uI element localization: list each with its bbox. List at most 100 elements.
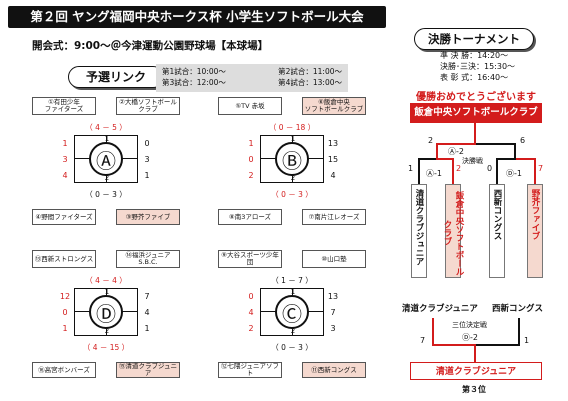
- bracket-line: [474, 123, 476, 143]
- final-score-right: 6: [520, 136, 526, 145]
- team-top-left: ⑤TV 赤坂: [218, 97, 282, 115]
- league-letter: Ⓓ: [89, 295, 123, 329]
- bracket-line: [474, 344, 476, 362]
- semi-left-game: Ⓐ-1: [426, 169, 442, 178]
- team-bottom-right: ⑮清道クラブジュニア: [116, 362, 180, 378]
- semi-right-game: Ⓓ-1: [506, 169, 522, 178]
- team-top-right: ⑩山口塾: [302, 250, 366, 268]
- third-score-right: 1: [524, 336, 530, 345]
- bracket-line: [436, 143, 476, 145]
- right-score: 3: [330, 324, 336, 333]
- left-score: 0: [248, 292, 254, 301]
- bracket-line: [452, 158, 454, 184]
- left-score: 1: [62, 324, 68, 333]
- left-score: 4: [62, 171, 68, 180]
- top-mid-num: 1: [104, 135, 110, 143]
- prelim-label: 予選リンク: [68, 66, 164, 88]
- right-score: 3: [144, 155, 150, 164]
- third-label: 三位決定戦: [452, 321, 487, 329]
- final-game-label: 決勝戦: [462, 157, 483, 165]
- league-letter: Ⓐ: [89, 142, 123, 176]
- bracket-line: [476, 143, 516, 145]
- semi-team: 飯倉中央ソフトボールクラブ: [442, 184, 464, 278]
- third-team-right: 西新コングス: [492, 304, 544, 314]
- bottom-score: （ 0 － 3 ）: [85, 190, 127, 199]
- team-bottom-left: ⑫七隈ジュニアソフト: [218, 362, 282, 378]
- bracket-line: [432, 318, 434, 344]
- bracket-line: [432, 344, 476, 346]
- team-bottom-left: ④野間ファイターズ: [32, 209, 96, 225]
- bottom-mid-num: 2: [104, 327, 110, 335]
- third-place-label: 第３位: [462, 385, 486, 394]
- left-score: 2: [248, 324, 254, 333]
- right-score: 1: [144, 171, 150, 180]
- semi-score: 1: [408, 164, 414, 173]
- team-top-left: ①有田少年ファイターズ: [32, 97, 96, 115]
- final-schedule: 準 決 勝：14:20～ 決勝･三決：15:30～ 表 彰 式：16:40～: [440, 50, 515, 83]
- bracket-line: [418, 158, 436, 160]
- left-score: 12: [59, 292, 71, 301]
- schedule-game3: 第2試合：11:00～: [278, 67, 342, 76]
- team-top-left: ⑬西新ストロングス: [32, 250, 96, 268]
- left-score: 3: [62, 155, 68, 164]
- league-block: ①有田少年ファイターズ ②大橋ソフトボールクラブ （ 4 － 5 ） Ⓐ 1 2…: [32, 97, 180, 229]
- league-block: ⑤TV 赤坂 ⑥飯倉中央ソフトボールクラブ （ 0 － 18 ） Ⓑ 1 2 1…: [218, 97, 366, 229]
- bracket-line: [496, 158, 516, 160]
- league-letter: Ⓑ: [275, 142, 309, 176]
- bottom-score: （ 4 － 15 ）: [82, 343, 130, 352]
- bracket-line: [514, 143, 516, 159]
- top-score: （ 4 － 4 ）: [85, 276, 127, 285]
- semi-score: 2: [456, 164, 462, 173]
- right-score: 13: [327, 292, 339, 301]
- third-score-left: 7: [420, 336, 426, 345]
- top-mid-num: 1: [290, 135, 296, 143]
- team-bottom-left: ⑯高宮ボンバーズ: [32, 362, 96, 378]
- semi-team: 清道クラブジュニア: [411, 184, 427, 278]
- left-score: 4: [248, 308, 254, 317]
- semi-score: 7: [538, 164, 544, 173]
- left-score: 1: [62, 139, 68, 148]
- right-score: 7: [330, 308, 336, 317]
- champion-box: 飯倉中央ソフトボールクラブ: [410, 103, 542, 123]
- team-top-left: ⑨大谷スポーツ少年団: [218, 250, 282, 268]
- semi-team: 野芥ファイブ: [527, 184, 543, 278]
- bracket-line: [436, 158, 454, 160]
- final-label: 決勝トーナメント: [414, 28, 534, 50]
- bracket-line: [418, 158, 420, 184]
- right-score: 13: [327, 139, 339, 148]
- third-team-left: 清道クラブジュニア: [402, 304, 478, 314]
- right-score: 4: [330, 171, 336, 180]
- bracket-line: [476, 344, 520, 346]
- right-score: 0: [144, 139, 150, 148]
- third-game: Ⓓ-2: [462, 333, 478, 342]
- league-block: ⑨大谷スポーツ少年団 ⑩山口塾 （ 1 － 7 ） Ⓒ 1 2 0 4 2 13…: [218, 250, 366, 382]
- left-score: 0: [248, 155, 254, 164]
- final-score-left: 2: [428, 136, 434, 145]
- top-mid-num: 1: [290, 288, 296, 296]
- schedule-semis: 準 決 勝：14:20～: [440, 51, 509, 60]
- team-top-right: ②大橋ソフトボールクラブ: [116, 97, 180, 115]
- bottom-score: （ 0 － 3 ）: [271, 343, 313, 352]
- team-bottom-right: ③野芥ファイブ: [116, 209, 180, 225]
- team-bottom-left: ⑧南3アローズ: [218, 209, 282, 225]
- team-bottom-right: ⑦南片江レオーズ: [302, 209, 366, 225]
- right-score: 15: [327, 155, 339, 164]
- semi-team: 西新コングス: [489, 184, 505, 278]
- right-score: 4: [144, 308, 150, 317]
- team-top-right: ⑥飯倉中央ソフトボールクラブ: [302, 97, 366, 115]
- bottom-mid-num: 2: [290, 174, 296, 182]
- schedule-finals: 決勝･三決：15:30～: [440, 62, 516, 71]
- league-letter: Ⓒ: [275, 295, 309, 329]
- schedule-award: 表 彰 式：16:40～: [440, 73, 509, 82]
- schedule-game1: 第1試合：10:00～: [162, 67, 226, 76]
- right-score: 1: [144, 324, 150, 333]
- bracket-line: [518, 318, 520, 344]
- team-top-right: ⑭福浜ジュニア S.B.C.: [116, 250, 180, 268]
- congrats-text: 優勝おめでとうございます: [416, 92, 536, 103]
- bottom-mid-num: 2: [104, 174, 110, 182]
- right-score: 7: [144, 292, 150, 301]
- bottom-mid-num: 2: [290, 327, 296, 335]
- top-score: （ 4 － 5 ）: [85, 123, 127, 132]
- schedule-game4: 第4試合：13:00～: [278, 78, 342, 87]
- bottom-score: （ 0 － 3 ）: [271, 190, 313, 199]
